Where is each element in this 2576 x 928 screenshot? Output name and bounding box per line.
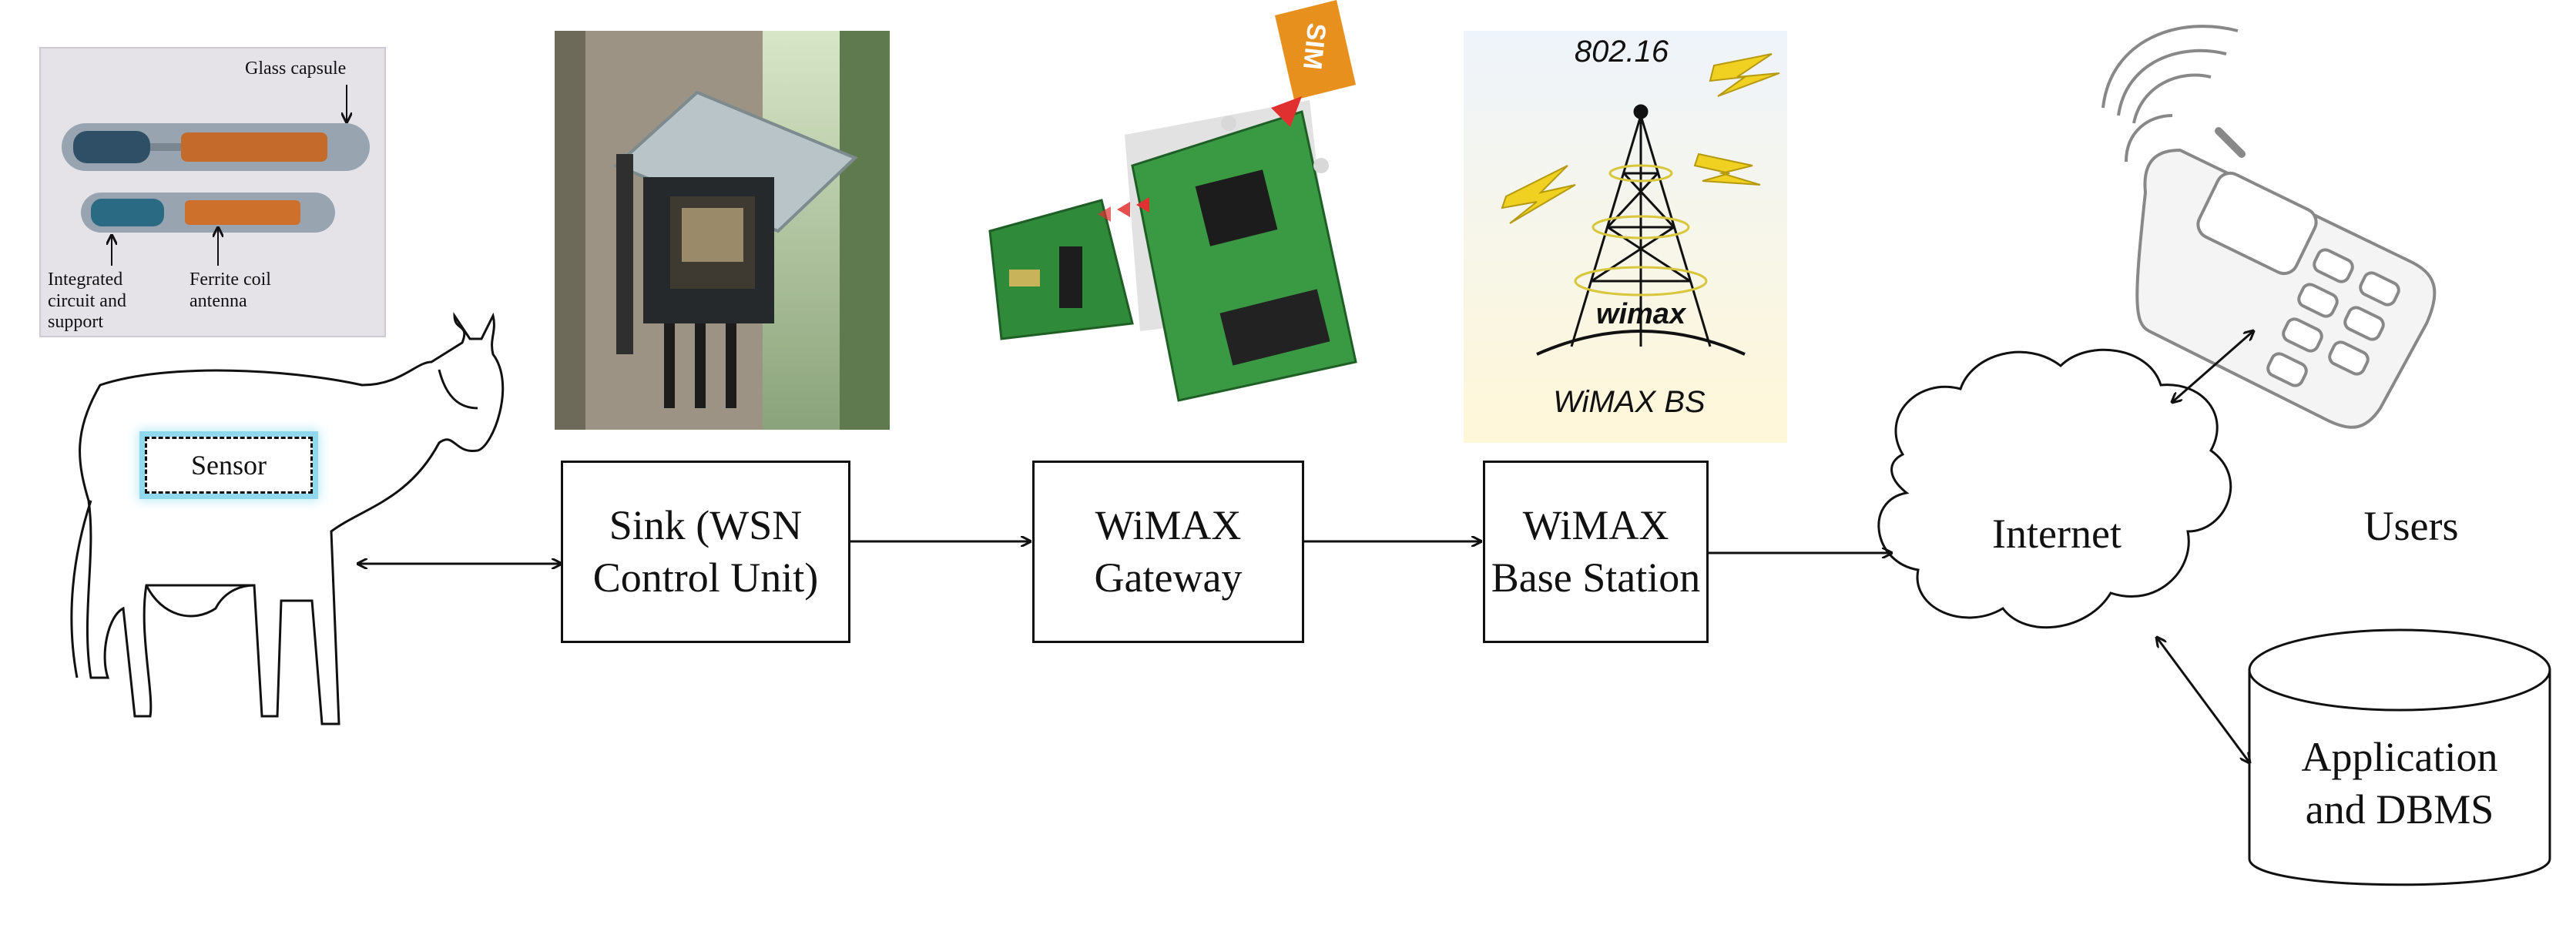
- mobile-phone-icon: [2101, 25, 2437, 429]
- signal-arrows: [1098, 197, 1149, 222]
- ferrite-coil-label: Ferrite coil antenna: [190, 270, 271, 311]
- rfid-capsule-bottom: [81, 193, 335, 233]
- pcb-large: [1131, 110, 1357, 402]
- sink-node: Sink (WSN Control Unit): [561, 461, 850, 643]
- lightning-icon: [1501, 53, 1780, 224]
- wimax-logo-text: wimax: [1596, 298, 1687, 330]
- integrated-circuit-label: Integrated circuit and support: [48, 270, 126, 333]
- app-dbms-label: Application and DBMS: [2301, 734, 2498, 833]
- rfid-tag-photo: [39, 47, 386, 337]
- sink-photo: [555, 31, 890, 430]
- tower-icon: [1536, 104, 1746, 356]
- internet-cloud: [1877, 348, 2232, 629]
- sensor-box: Sensor: [145, 437, 313, 494]
- database-cylinder: [2248, 628, 2551, 886]
- standard-label: 802.16: [1575, 35, 1669, 69]
- wimax-tower-photo: 802.16 wimax WiMAX BS: [1464, 31, 1787, 443]
- sim-text: SIM: [1297, 22, 1331, 71]
- cow-drawing: [70, 312, 505, 725]
- gateway-photo: SIM: [988, 0, 1357, 402]
- internet-to-phone-arrow: [2172, 331, 2253, 402]
- connectors: [358, 331, 2253, 762]
- internet-label: Internet: [1992, 511, 2122, 557]
- internet-to-db-arrow: [2157, 638, 2249, 762]
- glass-capsule-label: Glass capsule: [245, 59, 347, 79]
- tower-caption: WiMAX BS: [1553, 385, 1706, 419]
- sim-card-icon: SIM: [1271, 0, 1356, 127]
- pcb-small: [988, 199, 1134, 340]
- rfid-capsule-top: [62, 123, 370, 171]
- base-station-node: WiMAX Base Station: [1483, 461, 1709, 643]
- users-label: Users: [2363, 503, 2459, 549]
- gateway-node: WiMAX Gateway: [1032, 461, 1304, 643]
